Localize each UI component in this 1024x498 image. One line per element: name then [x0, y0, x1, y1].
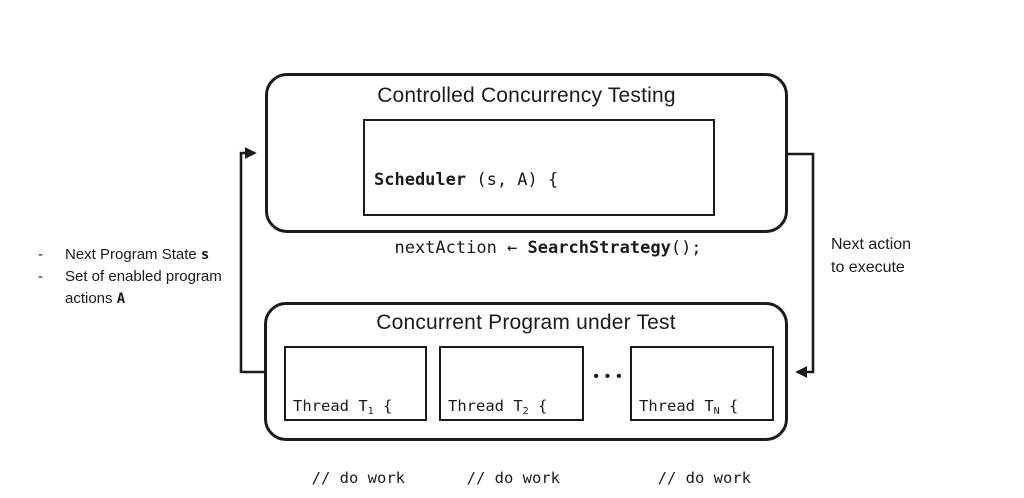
code-text: (); [670, 237, 702, 258]
concurrent-program-under-test-box: Concurrent Program under Test Thread T1 … [264, 302, 788, 487]
code-keyword: SearchStrategy [527, 237, 671, 258]
code-text: Thread T [293, 397, 368, 415]
state-variable: s [200, 247, 210, 263]
annotation-label: Next Program State [65, 246, 201, 263]
ellipsis-dots: • • • [593, 368, 623, 385]
annotation-text: Set of enabled program actions A [65, 266, 243, 310]
code-text: // do work [448, 469, 560, 487]
bullet-dash: - [38, 268, 43, 285]
next-action-annotation: Next action to execute [831, 233, 911, 279]
thread-code-line: // do work [293, 467, 418, 489]
thread-subscript: 2 [522, 406, 529, 417]
annotation-item: - Next Program State s [38, 244, 243, 266]
code-line: Scheduler (s, A) { [374, 169, 704, 192]
code-text: { [528, 397, 548, 415]
code-text: (s, A) { [466, 170, 559, 190]
thread-n-box: Thread TN { // do work } [630, 346, 774, 487]
state-feedback-arrow [239, 147, 264, 374]
bullet-dash: - [38, 246, 43, 263]
annotation-text: Next Program State s [65, 244, 243, 266]
thread-subscript: 1 [367, 406, 374, 417]
thread-code-line: Thread T1 { [293, 395, 418, 423]
code-text: { [719, 397, 739, 415]
annotation-item: - Set of enabled program actions A [38, 266, 243, 310]
thread-code-line: // do work [448, 467, 575, 489]
controlled-concurrency-testing-box: Controlled Concurrency Testing Scheduler… [265, 73, 788, 393]
code-text: // do work [293, 469, 405, 487]
bottom-box-title: Concurrent Program under Test [376, 311, 676, 334]
annotation-line: Next action [831, 236, 912, 253]
code-text: // do work [639, 469, 751, 487]
code-text: { [373, 397, 393, 415]
next-action-arrow [788, 152, 815, 378]
code-text: Thread T [639, 397, 714, 415]
annotation-line: to execute [831, 259, 905, 276]
scheduler-inputs-annotation: - Next Program State s - Set of enabled … [38, 244, 243, 310]
thread-code-line: // do work [639, 467, 765, 489]
code-keyword: Scheduler [374, 170, 467, 190]
thread-subscript: N [713, 406, 720, 417]
thread-1-box: Thread T1 { // do work } [284, 346, 427, 487]
thread-code-line: Thread T2 { [448, 395, 575, 423]
code-line: nextAction ← SearchStrategy(); [374, 237, 704, 260]
annotation-label: actions [65, 290, 117, 307]
thread-2-box: Thread T2 { // do work } [439, 346, 584, 487]
code-text: Thread T [448, 397, 523, 415]
actions-variable: A [116, 291, 126, 307]
scheduler-code-box: Scheduler (s, A) { nextAction ← SearchSt… [363, 119, 715, 393]
thread-code-line: Thread TN { [639, 395, 765, 423]
code-text: nextAction ← [374, 237, 528, 258]
annotation-label: Set of enabled program [65, 268, 222, 285]
top-box-title: Controlled Concurrency Testing [377, 84, 676, 107]
